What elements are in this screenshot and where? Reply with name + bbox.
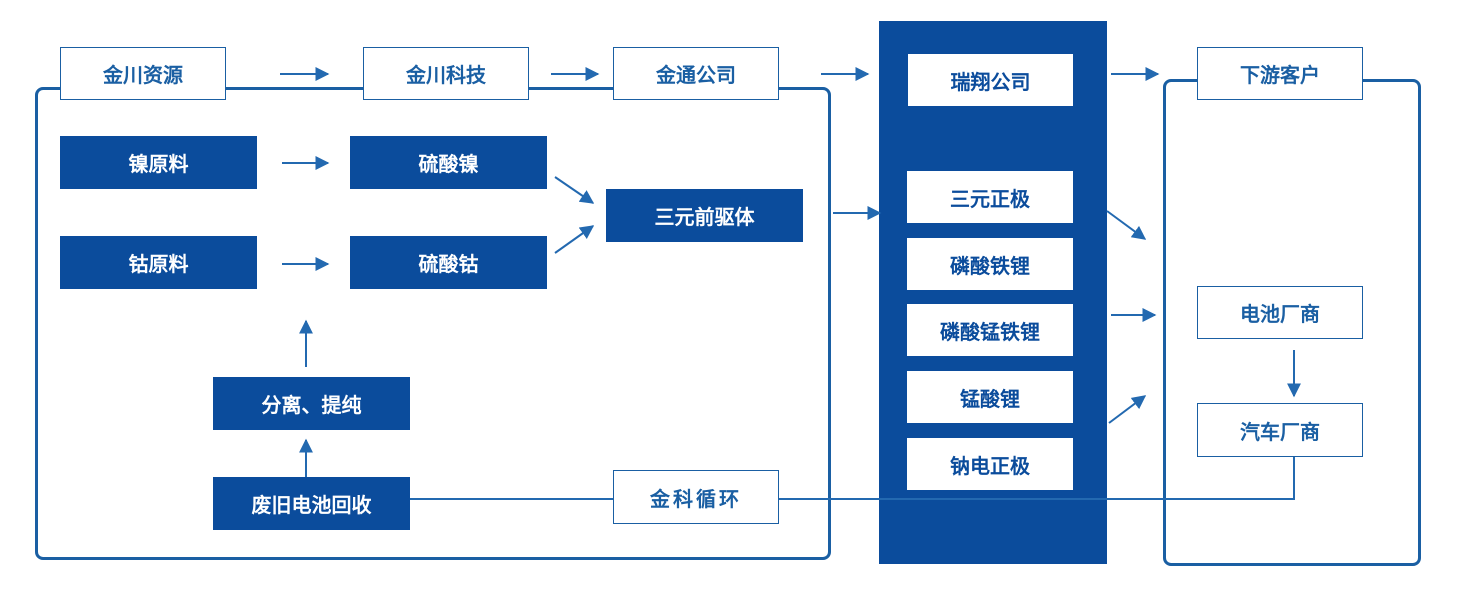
node-jinchuan-resources: 金川资源	[60, 47, 226, 100]
node-cobalt-raw: 钴原料	[60, 236, 257, 289]
node-lfp: 磷酸铁锂	[907, 238, 1073, 290]
node-cobalt-sulfate: 硫酸钴	[350, 236, 547, 289]
node-lmfp: 磷酸锰铁锂	[907, 304, 1073, 356]
arrow-cathodes-to-downstream-lower	[1108, 395, 1147, 424]
node-ternary-cathode: 三元正极	[907, 171, 1073, 223]
node-sodium-cathode: 钠电正极	[907, 438, 1073, 490]
arrow-cathodes-to-downstream-upper	[1106, 210, 1147, 240]
node-jinke-recycling: 金科循环	[613, 470, 779, 524]
node-nickel-raw: 镍原料	[60, 136, 257, 189]
node-battery-recycling: 废旧电池回收	[213, 477, 410, 530]
node-separation-purification: 分离、提纯	[213, 377, 410, 430]
node-downstream-customers: 下游客户	[1197, 47, 1363, 100]
node-automaker: 汽车厂商	[1197, 403, 1363, 457]
node-battery-maker: 电池厂商	[1197, 286, 1363, 339]
node-ruixiang-company: 瑞翔公司	[908, 54, 1073, 106]
node-lmo: 锰酸锂	[907, 371, 1073, 423]
node-ternary-precursor: 三元前驱体	[606, 189, 803, 242]
node-jinchuan-tech: 金川科技	[363, 47, 529, 100]
node-nickel-sulfate: 硫酸镍	[350, 136, 547, 189]
node-jintong-company: 金通公司	[613, 47, 779, 100]
